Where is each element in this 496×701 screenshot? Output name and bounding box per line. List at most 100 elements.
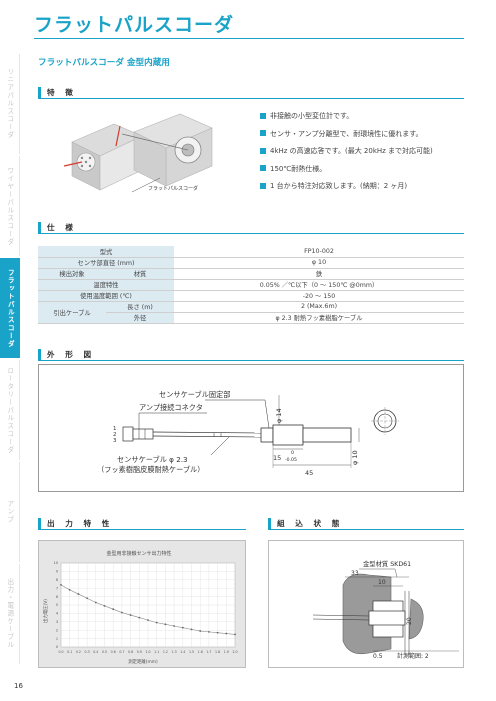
chart-y-tick: 1: [56, 637, 58, 641]
label-measure-range: 計測範囲: 2: [397, 652, 429, 660]
spec-model-label: 型式: [38, 246, 174, 258]
table-row: 引出ケーブル 長さ (m) 2 (Max.6m): [38, 301, 464, 324]
feature-item: センサ・アンプ分離型で、耐環境性に優れます。: [260, 126, 433, 144]
sidebar-tab-label: ワイヤーパルスコーダ: [5, 166, 14, 246]
chart-point: [190, 628, 193, 631]
chart-x-tick: 2.0: [232, 650, 237, 654]
section-outline-label: 外 形 図: [47, 350, 96, 359]
chart-x-tick: 0.8: [128, 650, 133, 654]
chart-y-tick: 3: [56, 620, 58, 624]
sidebar-tab-flat[interactable]: フラットパルスコーダ: [0, 258, 20, 358]
chart-x-tick: 0.3: [85, 650, 90, 654]
chart-point: [164, 623, 167, 626]
chart-y-tick: 0: [56, 645, 58, 649]
chart-x-tick: 1.5: [189, 650, 194, 654]
chart-y-tick: 10: [54, 561, 58, 565]
spec-length-label: 長さ (m): [106, 301, 174, 313]
connector-shape: [122, 426, 134, 442]
chart-point: [129, 614, 132, 616]
install-cable: [312, 614, 370, 617]
chart-x-tick: 0.7: [119, 650, 124, 654]
feature-item: 150℃耐熱仕様。: [260, 161, 433, 179]
dim-tolerance-upper: 0: [291, 450, 294, 456]
spec-table: 型式 FP10-002 センサ部直径 (mm) φ 10 検出対象 材質 鉄 温…: [38, 246, 464, 324]
feature-item: 1 台から特注対応致します。(納期：2 ヶ月): [260, 178, 433, 196]
spec-diameter-value: φ 10: [174, 257, 464, 269]
chart-point: [208, 630, 210, 633]
sidebar-tab-linear[interactable]: リニアパルスコーダ: [0, 54, 20, 154]
product-photo: フラットパルスコーダ: [62, 106, 222, 196]
pin-label: 2: [113, 432, 117, 438]
photo-caption: フラットパルスコーダ: [148, 185, 198, 192]
chart-x-tick: 1.4: [180, 650, 185, 654]
chart-point: [60, 583, 62, 586]
sidebar-tab-wire[interactable]: ワイヤーパルスコーダ: [0, 156, 20, 256]
product-photo-illustration: フラットパルスコーダ: [63, 113, 213, 193]
spec-sheath-label: 外径: [106, 312, 174, 324]
spec-diameter-label: センサ部直径 (mm): [38, 257, 174, 269]
chart-x-tick: 0.1: [67, 650, 72, 654]
spec-temp-range-label: 使用温度範囲 (℃): [38, 290, 174, 302]
sidebar-tab-cable[interactable]: 出力・電源ケーブル: [0, 564, 20, 664]
spec-temp-range-value: -20 ～ 150: [174, 290, 464, 302]
chart-point: [68, 588, 71, 591]
feature-list: 非接触の小型変位計です。 センサ・アンプ分離型で、耐環境性に優れます。 4kHz…: [260, 108, 433, 196]
chart-x-tick: 1.6: [198, 650, 203, 654]
chart-point: [103, 604, 106, 607]
chart-x-tick: 1.3: [172, 650, 177, 654]
chart-xlabel: 測定距離(mm): [128, 658, 158, 665]
sidebar-tab-label: ロータリーパルスコーダ: [5, 366, 14, 454]
label-sensor-cable: センサケーブル φ 2.3: [117, 455, 188, 464]
sidebar-tab-label: リニアパルスコーダ: [5, 68, 14, 140]
feature-item: 非接触の小型変位計です。: [260, 108, 433, 126]
table-row: センサ部直径 (mm) φ 10: [38, 257, 464, 269]
chart-x-tick: 1.7: [206, 650, 211, 654]
chart-title: 金型用非接触センサ出力特性: [106, 550, 171, 557]
chart-x-tick: 0.6: [111, 650, 116, 654]
section-install-label: 組 込 状 態: [277, 519, 344, 528]
sidebar-tab-amp[interactable]: アンプ: [0, 462, 20, 562]
chart-y-tick: 5: [56, 603, 58, 607]
chart-ylabel: 出力電圧(V): [42, 599, 49, 623]
sensor-flange: [272, 424, 304, 446]
chart-point: [112, 608, 115, 611]
spec-target-label: 検出対象: [38, 268, 106, 280]
chart-point: [225, 632, 228, 635]
dim-10: 10: [378, 579, 386, 586]
chart-point: [216, 631, 219, 634]
chart-point: [155, 621, 158, 624]
table-row: 外径 φ 2.3 耐熱フッ素樹脂ケーブル: [38, 312, 464, 324]
spec-material-value: 鉄: [174, 268, 464, 280]
chart-y-tick: 8: [56, 578, 58, 582]
title-divider: [34, 38, 464, 39]
spec-material-label: 材質: [106, 268, 174, 280]
sidebar-tab-label: 出力・電源ケーブル: [5, 578, 14, 650]
chart-x-tick: 0.5: [102, 650, 107, 654]
label-cable-note: （フッ素樹脂皮膜耐熱ケーブル）: [97, 465, 204, 474]
spec-model-value: FP10-002: [174, 246, 464, 258]
chart-point: [234, 633, 236, 636]
install-drawing-svg: 金型材質 SKD61 33 10 20 0.5 計測範囲: 2: [312, 559, 459, 660]
feature-item: 4kHz の高速応答です。(最大 20kHz まで対応可能): [260, 143, 433, 161]
chart-y-tick: 4: [56, 612, 58, 616]
chart-grid: [60, 562, 236, 648]
chart-x-tick: 1.8: [215, 650, 220, 654]
dim-diameter-14: φ 14: [275, 408, 283, 423]
chart-y-tick: 2: [56, 628, 58, 632]
table-row: 温度特性 0.05% ／℃以下（0 ～ 150℃ @0mm）: [38, 279, 464, 291]
sidebar-tab-rotary[interactable]: ロータリーパルスコーダ: [0, 360, 20, 460]
chart-y-tick: 7: [56, 586, 58, 590]
dim-diameter-10: φ 10: [351, 450, 359, 465]
chart-y-tick: 9: [56, 570, 58, 574]
section-install-heading: 組 込 状 態: [268, 518, 464, 530]
chart-point: [199, 630, 202, 632]
label-cable-fix: センサケーブル固定部: [159, 390, 230, 399]
cable-line: [152, 431, 262, 434]
section-output-label: 出 力 特 性: [47, 519, 114, 528]
chart-x-tick: 0.2: [76, 650, 81, 654]
dim-length-15: 15: [273, 454, 281, 462]
sensor-head: [302, 427, 352, 443]
chart-points: [60, 583, 236, 636]
label-mold-material: 金型材質 SKD61: [363, 559, 411, 568]
